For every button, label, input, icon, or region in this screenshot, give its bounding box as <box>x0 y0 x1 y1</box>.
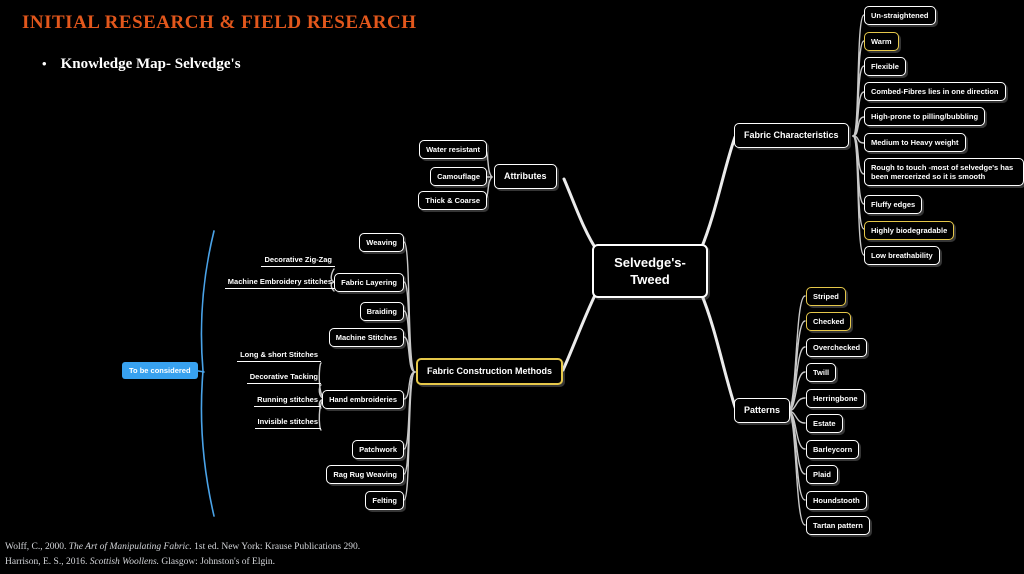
citation-2-prefix: Harrison, E. S., 2016. <box>5 557 90 567</box>
leaf-herringbone: Herringbone <box>806 389 865 408</box>
leaf-medium-heavy-weight: Medium to Heavy weight <box>864 133 966 152</box>
leaf-fluffy-edges: Fluffy edges <box>864 195 923 214</box>
leaf-weaving: Weaving <box>359 233 404 252</box>
citation-2-suffix: Glasgow: Johnston's of Elgin. <box>159 557 276 567</box>
citation-1-title: The Art of Manipulating Fabric. <box>68 542 192 552</box>
leaf-overchecked: Overchecked <box>806 338 868 357</box>
sub-invisible-stitches: Invisible stitches <box>254 417 321 429</box>
leaf-machine-stitches: Machine Stitches <box>328 328 404 347</box>
branch-fabric-characteristics: Fabric Characteristics <box>734 123 849 148</box>
leaf-un-straightened: Un-straightened <box>864 6 936 25</box>
citation-2-title: Scottish Woollens. <box>89 557 160 567</box>
leaf-barleycorn: Barleycorn <box>806 440 860 459</box>
citation-1: Wolff, C., 2000. The Art of Manipulating… <box>5 540 360 555</box>
leaf-water-resistant: Water resistant <box>419 140 487 159</box>
leaf-fabric-layering: Fabric Layering <box>334 273 404 292</box>
leaf-houndstooth: Houndstooth <box>806 491 867 510</box>
leaf-low-breathability: Low breathability <box>864 246 940 265</box>
citation-1-suffix: 1st ed. New York: Krause Publications 29… <box>191 542 361 552</box>
branch-fabric-construction-methods: Fabric Construction Methods <box>416 358 564 385</box>
note-to-be-considered: To be considered <box>122 362 198 379</box>
leaf-flexible: Flexible <box>864 57 906 76</box>
sub-decorative-zigzag: Decorative Zig-Zag <box>261 255 335 267</box>
blue-brace <box>200 230 215 517</box>
center-node-line2: Tweed <box>630 272 670 287</box>
leaf-thick-coarse: Thick & Coarse <box>418 191 487 210</box>
leaf-twill: Twill <box>806 363 837 382</box>
sub-decorative-tacking: Decorative Tacking <box>246 372 321 384</box>
sub-long-short-stitches: Long & short Stitches <box>237 350 321 362</box>
leaf-estate: Estate <box>806 414 843 433</box>
sub-running-stitches: Running stitches <box>254 395 321 407</box>
bullet-icon: • <box>42 56 47 71</box>
leaf-hand-embroideries: Hand embroideries <box>322 390 404 409</box>
leaf-combed-fibres: Combed-Fibres lies in one direction <box>864 82 1006 101</box>
leaf-camouflage: Camouflage <box>430 167 487 186</box>
sub-machine-embroidery-stitches: Machine Embroidery stitches <box>224 277 335 289</box>
leaf-high-prone-pilling: High-prone to pilling/bubbling <box>864 107 986 126</box>
leaf-warm: Warm <box>864 32 899 51</box>
leaf-braiding: Braiding <box>359 302 404 321</box>
slide-title: INITIAL RESEARCH & FIELD RESEARCH <box>22 12 417 33</box>
branch-attributes: Attributes <box>494 164 557 189</box>
branch-patterns: Patterns <box>734 398 791 423</box>
center-node-line1: Selvedge's- <box>614 255 686 270</box>
leaf-rag-rug-weaving: Rag Rug Weaving <box>326 465 404 484</box>
leaf-tartan-pattern: Tartan pattern <box>806 516 870 535</box>
leaf-rough-to-touch: Rough to touch -most of selvedge's has b… <box>864 158 1024 186</box>
leaf-highly-biodegradable: Highly biodegradable <box>864 221 955 240</box>
slide-subtitle: • Knowledge Map- Selvedge's <box>42 56 241 73</box>
leaf-patchwork: Patchwork <box>352 440 404 459</box>
leaf-felting: Felting <box>365 491 404 510</box>
leaf-checked: Checked <box>806 312 852 331</box>
citation-1-prefix: Wolff, C., 2000. <box>5 542 69 552</box>
center-node-selvedges-tweed: Selvedge's- Tweed <box>592 244 708 298</box>
leaf-plaid: Plaid <box>806 465 838 484</box>
slide-subtitle-text: Knowledge Map- Selvedge's <box>60 56 241 72</box>
leaf-striped: Striped <box>806 287 846 306</box>
citation-2: Harrison, E. S., 2016. Scottish Woollens… <box>5 555 275 570</box>
